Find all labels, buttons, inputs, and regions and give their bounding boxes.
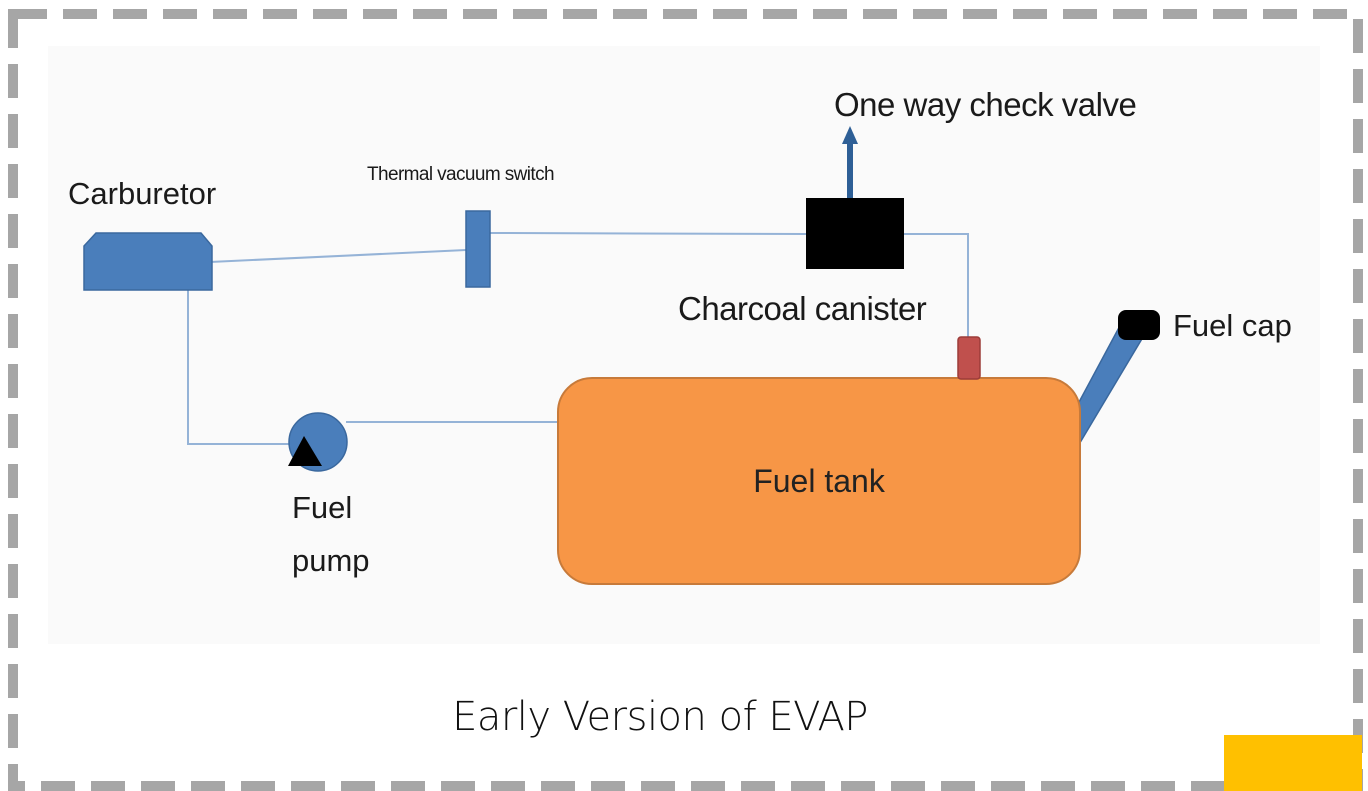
corner-accent-box xyxy=(1224,735,1362,791)
charcoal-canister-label: Charcoal canister xyxy=(678,290,927,327)
fuel-tank-shape xyxy=(557,377,1081,585)
check-valve-arrow-head xyxy=(842,126,858,144)
fuel-cap-label: Fuel cap xyxy=(1173,308,1292,343)
carburetor-shape xyxy=(83,232,213,291)
rollover-valve-shape xyxy=(957,336,981,380)
charcoal-canister-shape xyxy=(806,198,904,269)
dashed-border xyxy=(8,9,1363,791)
carburetor-label: Carburetor xyxy=(68,176,217,211)
hose-canister-to-tank xyxy=(904,233,969,340)
fuel-pump-label-line1: Fuel xyxy=(292,490,353,525)
fuel-cap-shape xyxy=(1118,310,1160,340)
hose-switch-to-canister xyxy=(489,232,807,235)
fuel-line-carburetor-to-pump xyxy=(187,290,292,445)
fuel-pump-triangle-icon xyxy=(288,436,322,466)
thermal-vacuum-switch-label: Thermal vacuum switch xyxy=(367,164,555,185)
one-way-check-valve-label: One way check valve xyxy=(834,86,1137,123)
diagram-caption: Early Version of EVAP xyxy=(452,694,868,740)
thermal-vacuum-switch-shape xyxy=(465,210,491,288)
hoses xyxy=(187,232,969,445)
hose-carburetor-to-switch xyxy=(209,249,467,263)
fuel-tank-label: Fuel tank xyxy=(753,462,885,499)
fuel-pump-label-line2: pump xyxy=(292,543,370,578)
